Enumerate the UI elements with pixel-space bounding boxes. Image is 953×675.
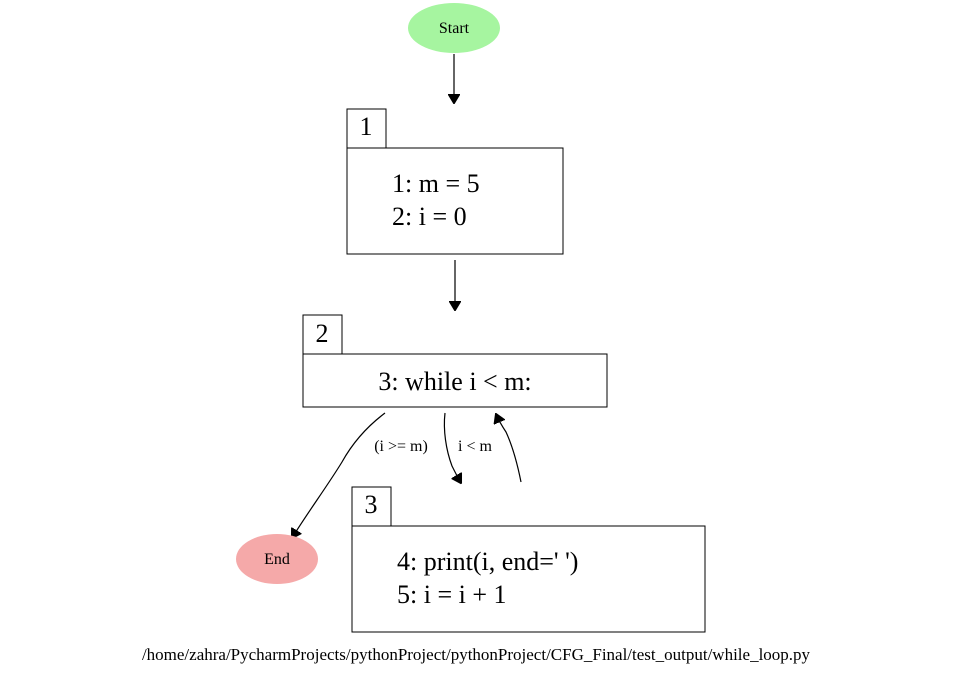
end-node-shape bbox=[236, 534, 318, 584]
block-1: 1 1: m = 5 2: i = 0 bbox=[346, 108, 564, 255]
start-node-label: Start bbox=[439, 20, 470, 37]
edge-label-loop: i < m bbox=[458, 438, 492, 455]
start-node-shape bbox=[408, 3, 500, 53]
edge-block-2-to-end bbox=[292, 412, 386, 538]
block-3-id: 3 bbox=[365, 490, 378, 519]
block-2-tab bbox=[302, 314, 343, 355]
edge-block-3-to-block-2 bbox=[496, 414, 522, 483]
end-node: End bbox=[236, 534, 318, 584]
block-1-body bbox=[346, 147, 564, 255]
edge-block-2-to-block-3 bbox=[443, 412, 461, 483]
block-1-tab bbox=[346, 108, 387, 149]
block-1-line-2: 2: i = 0 bbox=[392, 202, 467, 231]
block-2: 2 3: while i < m: bbox=[302, 314, 608, 408]
file-path-caption: /home/zahra/PycharmProjects/pythonProjec… bbox=[142, 645, 811, 664]
block-2-body bbox=[302, 353, 608, 408]
block-2-id: 2 bbox=[316, 319, 329, 348]
block-3-line-1: 4: print(i, end=' ') bbox=[397, 547, 578, 576]
block-1-id: 1 bbox=[360, 112, 373, 141]
edge-label-exit: (i >= m) bbox=[374, 438, 428, 455]
block-3: 3 4: print(i, end=' ') 5: i = i + 1 bbox=[351, 486, 706, 633]
block-2-line-1: 3: while i < m: bbox=[378, 367, 531, 396]
start-node: Start bbox=[408, 3, 500, 53]
block-3-line-2: 5: i = i + 1 bbox=[397, 580, 507, 609]
block-1-line-1: 1: m = 5 bbox=[392, 169, 480, 198]
end-node-label: End bbox=[264, 551, 290, 568]
block-3-body bbox=[351, 525, 706, 633]
